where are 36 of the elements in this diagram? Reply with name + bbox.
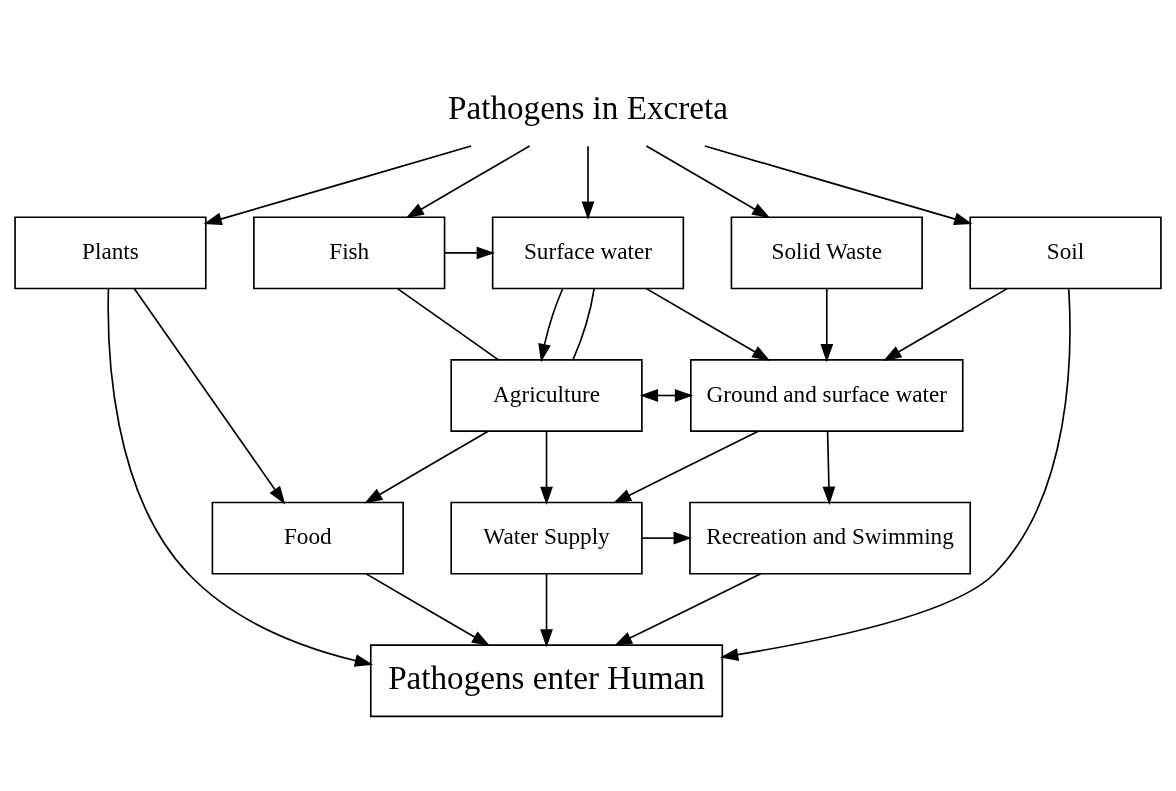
- node-box: Surface water: [491, 216, 685, 290]
- node-text: Pathogens in Excreta: [448, 88, 728, 126]
- arrow: [133, 287, 286, 505]
- arrow: [538, 288, 564, 363]
- node-box: Agriculture: [450, 359, 643, 432]
- arrow: [645, 287, 771, 361]
- arrow: [613, 573, 762, 646]
- node-box: Recreation and Swimming: [689, 501, 972, 575]
- arrow: [613, 430, 760, 504]
- connector: [396, 287, 499, 361]
- node-box: Food: [211, 501, 404, 575]
- arrow: [883, 287, 1008, 361]
- node-box: Soil: [969, 216, 1162, 290]
- arrow: [540, 430, 553, 505]
- arrow: [203, 145, 472, 226]
- arrow: [540, 573, 553, 648]
- arrow: [822, 430, 836, 505]
- arrow: [645, 145, 771, 219]
- node-box: Fish: [253, 216, 446, 290]
- arrow: [820, 288, 834, 363]
- arrow: [364, 430, 489, 504]
- arrow: [639, 389, 694, 402]
- arrow: [581, 145, 595, 220]
- node-box: Plants: [14, 216, 207, 290]
- connector: [572, 288, 595, 361]
- node-box: Pathogens enter Human: [369, 644, 724, 718]
- arrow: [444, 246, 495, 260]
- node-box: Water Supply: [450, 501, 643, 575]
- arrow: [107, 287, 374, 667]
- node-box: Ground and surface water: [689, 359, 964, 432]
- node-box: Solid Waste: [730, 216, 923, 290]
- arrow: [704, 145, 973, 226]
- arrow: [641, 531, 692, 545]
- arrow: [365, 573, 491, 647]
- arrow: [405, 145, 531, 219]
- arrow: [720, 288, 1071, 661]
